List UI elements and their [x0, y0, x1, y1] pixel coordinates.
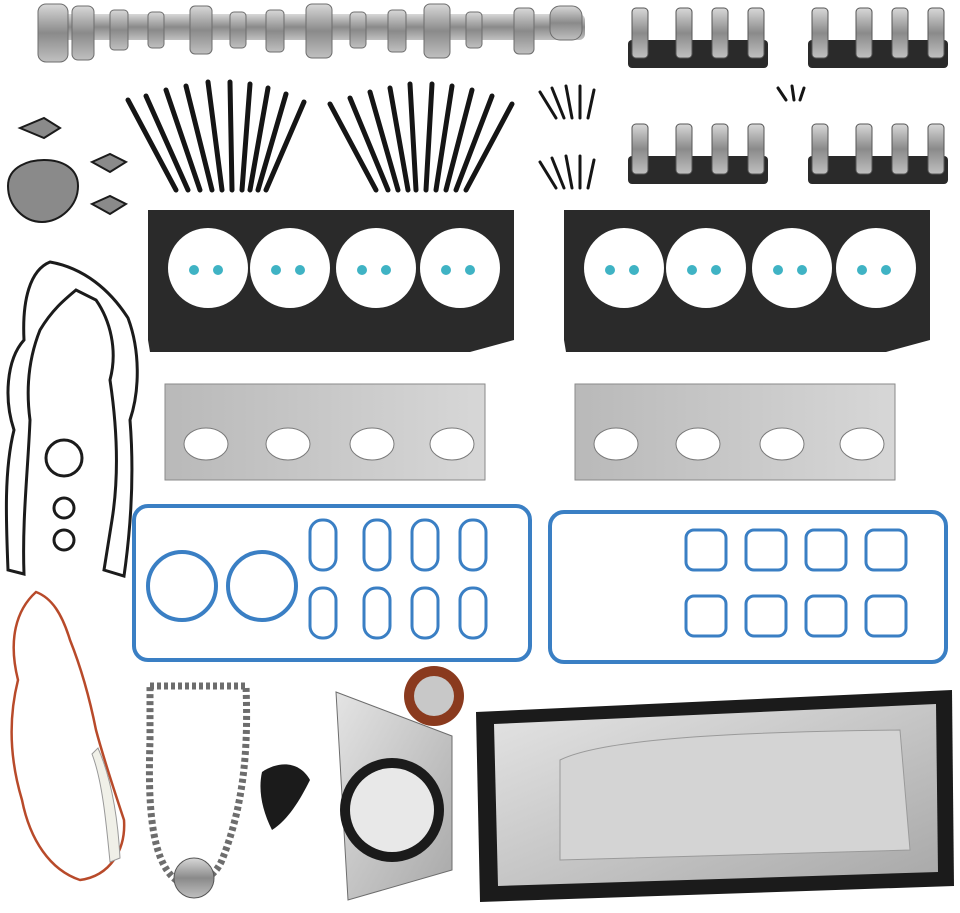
- head-bolts: [125, 79, 515, 193]
- front-crank-seal: [404, 666, 464, 726]
- chain-guide: [91, 747, 121, 863]
- rear-main-seal: [335, 691, 453, 901]
- small-bolts: [538, 84, 806, 190]
- camshaft: [37, 3, 585, 63]
- chain-tensioner: [260, 764, 310, 830]
- timing-cover-gasket: [4, 260, 139, 578]
- small-gaskets: [6, 116, 129, 224]
- lifter-trays: [627, 7, 949, 185]
- timing-chain: [145, 682, 251, 888]
- head-gaskets: [148, 210, 930, 352]
- water-pump-gasket: [10, 590, 126, 882]
- valve-cover-gaskets: [132, 504, 948, 664]
- oil-pan-gasket: [476, 690, 954, 902]
- crank-sprocket: [173, 857, 215, 899]
- exhaust-manifold-gaskets: [164, 383, 896, 481]
